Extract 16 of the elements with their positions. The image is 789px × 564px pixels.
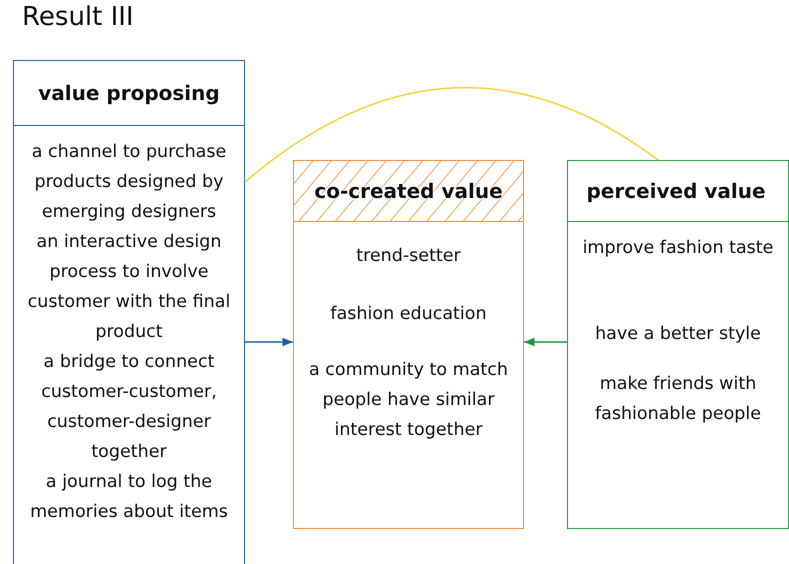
connector-line: [244, 87, 658, 183]
value-card: [567, 160, 789, 529]
value-item: trend-setter: [355, 245, 462, 268]
value-item: fashion education: [329, 303, 488, 326]
value-item: have a better style: [594, 323, 762, 346]
value-item: make friends with fashionable people: [594, 373, 762, 426]
card-heading: perceived value: [586, 179, 766, 203]
card-heading: value proposing: [38, 81, 220, 105]
value-item: a community to match people have similar interest together: [308, 359, 509, 442]
value-item: improve fashion taste: [582, 237, 774, 260]
arrow: [245, 338, 293, 346]
value-card: [293, 160, 524, 529]
value-card: [13, 60, 245, 564]
diagram-title: Result III: [22, 2, 134, 32]
value-item: a journal to log the memories about items: [29, 471, 229, 524]
arrow: [524, 338, 567, 346]
